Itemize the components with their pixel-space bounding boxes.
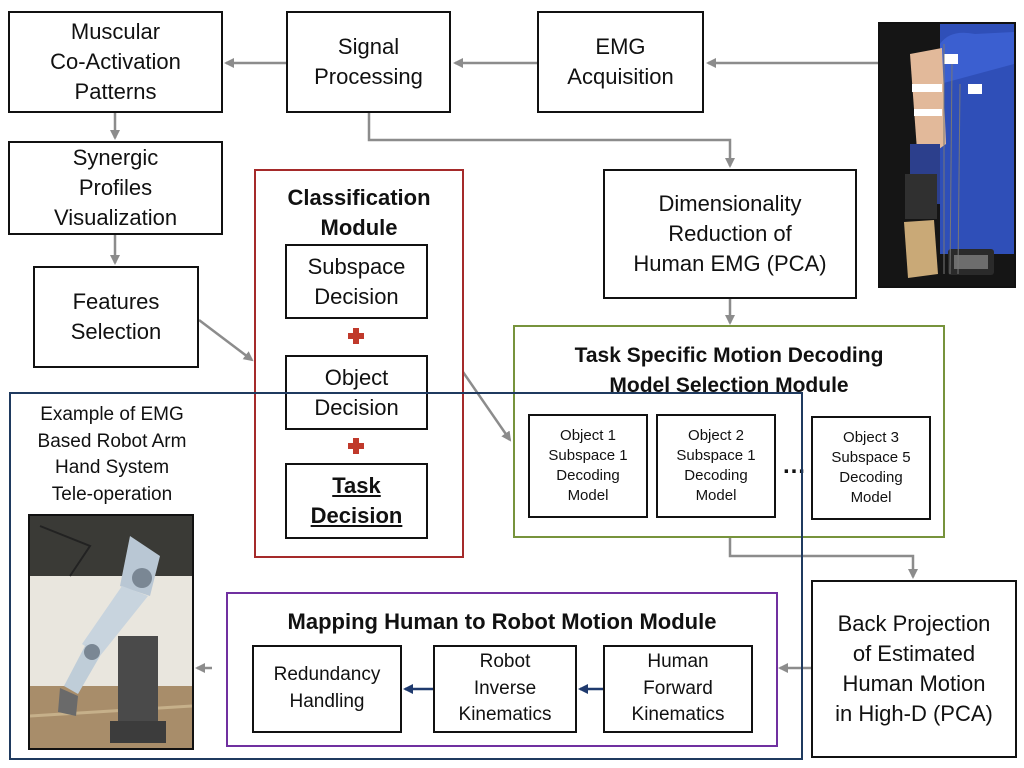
plus-icon — [348, 328, 364, 344]
human-forward-kinematics-box: Human Forward Kinematics — [603, 645, 753, 733]
mapping-module-title: Mapping Human to Robot Motion Module — [287, 609, 717, 634]
task-specific-module-frame — [513, 325, 945, 538]
decoding-model-box-1: Object 1 Subspace 1 Decoding Model — [528, 414, 648, 518]
dimensionality-reduction-box: Dimensionality Reduction of Human EMG (P… — [603, 169, 857, 299]
plus-icon — [348, 438, 364, 454]
task-decision-box: Task Decision — [285, 463, 428, 539]
decoding-model-box-3: Object 3 Subspace 5 Decoding Model — [811, 416, 931, 520]
back-projection-box: Back Projection of Estimated Human Motio… — [811, 580, 1017, 758]
features-selection-box: Features Selection — [33, 266, 199, 368]
emg-subject-illustration — [880, 24, 1014, 286]
classification-module-frame — [254, 169, 464, 558]
example-teleoperation-frame — [9, 392, 803, 760]
classification-module-title: Classification Module — [287, 185, 431, 240]
task-decision-label: Task Decision — [310, 473, 403, 528]
synergic-profiles-box: Synergic Profiles Visualization — [8, 141, 223, 235]
muscular-coactivation-box: Muscular Co-Activation Patterns — [8, 11, 223, 113]
robot-inverse-kinematics-box: Robot Inverse Kinematics — [433, 645, 577, 733]
task-specific-module-title: Task Specific Motion Decoding Model Sele… — [574, 344, 884, 397]
subspace-decision-box: Subspace Decision — [285, 244, 428, 319]
decoding-model-box-2: Object 2 Subspace 1 Decoding Model — [656, 414, 776, 518]
emg-subject-photo — [878, 22, 1016, 288]
mapping-module-frame — [226, 592, 778, 747]
robot-arm-photo — [28, 514, 194, 750]
example-teleoperation-caption: Example of EMG Based Robot Arm Hand Syst… — [37, 404, 187, 505]
arrow-signal-to-dimred — [367, 113, 735, 168]
signal-processing-box: Signal Processing — [286, 11, 451, 113]
redundancy-handling-box: Redundancy Handling — [252, 645, 402, 733]
emg-acquisition-box: EMG Acquisition — [537, 11, 704, 113]
robot-arm-illustration — [30, 516, 192, 748]
arrow-features-to-classification — [198, 319, 254, 362]
